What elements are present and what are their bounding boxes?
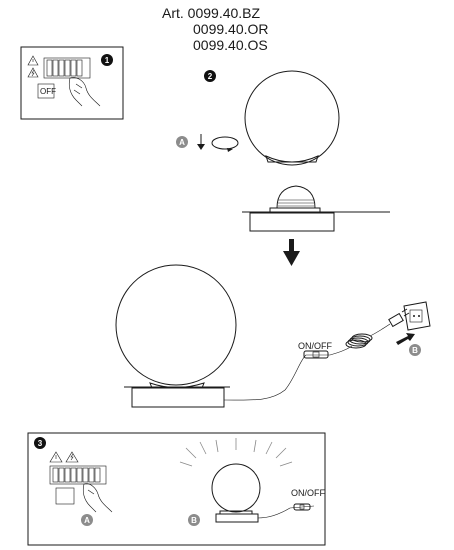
warning-icon-step3 — [49, 451, 63, 463]
step-3-number: 3 — [38, 439, 43, 448]
down-arrow-icon — [197, 134, 205, 150]
step-1-badge: 1 — [101, 54, 113, 66]
step-3-badge: 3 — [34, 437, 46, 449]
marker-b-text: B — [412, 346, 418, 355]
glow-rays — [179, 438, 293, 467]
push-arrow-icon — [396, 333, 415, 345]
globe-shade — [244, 70, 340, 166]
hand-icon — [68, 77, 101, 107]
hand-icon-step3 — [82, 483, 113, 513]
lamp-base-socket — [242, 185, 390, 232]
off-tag-step3 — [55, 487, 75, 505]
marker-b-step3: B — [188, 514, 200, 526]
switch-label-step3: ON/OFF — [291, 488, 325, 498]
big-down-arrow-icon — [283, 239, 300, 266]
marker-a-step3: A — [81, 514, 93, 526]
lit-lamp — [211, 463, 261, 523]
power-cord — [223, 345, 353, 401]
marker-a-text: A — [179, 138, 185, 147]
socket-icon — [403, 301, 431, 331]
breaker-panel-step3 — [49, 465, 107, 485]
article-numbers: Art. 0099.40.BZ 0099.40.OR 0099.40.OS — [162, 5, 269, 53]
marker-a-step2: A — [176, 136, 188, 148]
marker-b-step2: B — [409, 344, 421, 356]
breaker-panel — [43, 57, 91, 79]
lightning-icon-step3 — [65, 451, 79, 463]
step-3-panel: 3 A — [27, 432, 326, 546]
article-line-2: 0099.40.OR — [193, 21, 269, 37]
step-1-panel: OFF 1 — [20, 46, 124, 120]
switch-label: ON/OFF — [298, 341, 332, 351]
inline-switch — [303, 350, 329, 359]
step-1-number: 1 — [105, 56, 110, 65]
power-cord-step3 — [257, 505, 315, 519]
off-tag-label: OFF — [40, 87, 56, 96]
assembled-lamp — [115, 264, 237, 408]
step-2-number: 2 — [208, 72, 213, 81]
off-tag: OFF — [37, 83, 56, 99]
marker-b3-text: B — [191, 516, 197, 525]
breaker-switches — [46, 59, 83, 77]
rotate-icon — [211, 136, 239, 152]
coiled-cord — [345, 323, 391, 349]
inline-switch-step3 — [293, 503, 311, 511]
warning-icon — [27, 55, 39, 66]
lightning-icon — [27, 67, 39, 78]
step-2-badge: 2 — [204, 70, 216, 82]
article-line-1: Art. 0099.40.BZ — [162, 5, 261, 21]
marker-a3-text: A — [84, 516, 90, 525]
article-line-3: 0099.40.OS — [193, 37, 268, 53]
